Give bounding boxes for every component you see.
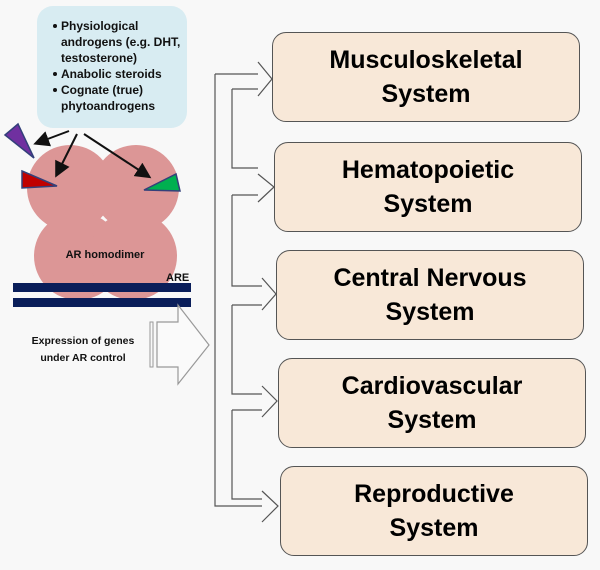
system-title-line1: Reproductive xyxy=(354,480,514,508)
ligand-purple-icon xyxy=(3,122,35,159)
ligand-list: Physiological androgens (e.g. DHT, testo… xyxy=(37,6,187,114)
expression-label: Expression of genes under AR control xyxy=(18,333,148,367)
ligand-list-box: Physiological androgens (e.g. DHT, testo… xyxy=(37,6,187,128)
ar-homodimer-shape xyxy=(27,145,179,300)
connector-lines xyxy=(214,73,262,507)
system-title-line1: Central Nervous xyxy=(333,264,527,292)
system-title-line1: Cardiovascular xyxy=(341,372,523,400)
ligand-item-phytoandrogens: Cognate (true) phytoandrogens xyxy=(53,82,181,114)
system-title-line1: Hematopoietic xyxy=(341,156,515,184)
receptor-subunit-top-right xyxy=(93,145,179,231)
ligand-item-physiological: Physiological androgens (e.g. DHT, testo… xyxy=(53,18,181,66)
connector-arrowheads xyxy=(257,61,279,523)
arrow-to-purple xyxy=(33,130,70,147)
expression-arrow-icon xyxy=(149,303,210,386)
receptor-subunit-top-left xyxy=(27,145,113,231)
arrowhead-central-nervous xyxy=(261,277,277,311)
system-title-line2: System xyxy=(383,190,473,218)
ligand-item-anabolic: Anabolic steroids xyxy=(53,66,187,82)
are-label: ARE xyxy=(166,272,190,284)
system-title-line2: System xyxy=(387,406,477,434)
ligand-green-icon xyxy=(143,172,181,192)
ar-homodimer-label: AR homodimer xyxy=(65,249,145,261)
system-title-line1: Musculoskeletal xyxy=(329,46,523,74)
arrow-to-green xyxy=(83,133,152,179)
expression-label-line2: under AR control xyxy=(40,352,126,364)
arrow-to-red xyxy=(55,133,78,178)
arrowhead-musculoskeletal xyxy=(257,61,273,97)
arrowhead-hematopoietic xyxy=(257,173,275,203)
expression-label-line1: Expression of genes xyxy=(31,335,135,347)
system-title-line2: System xyxy=(389,514,479,542)
dna-strand-bottom xyxy=(13,298,191,307)
system-title-line2: System xyxy=(385,298,475,326)
system-title-line2: System xyxy=(381,80,471,108)
arrowhead-cardiovascular xyxy=(261,385,278,418)
ligand-red-icon xyxy=(21,169,58,189)
arrowhead-reproductive xyxy=(261,490,279,523)
dna-strand-top xyxy=(13,283,191,292)
receptor-subunit-bottom-right xyxy=(89,212,177,300)
